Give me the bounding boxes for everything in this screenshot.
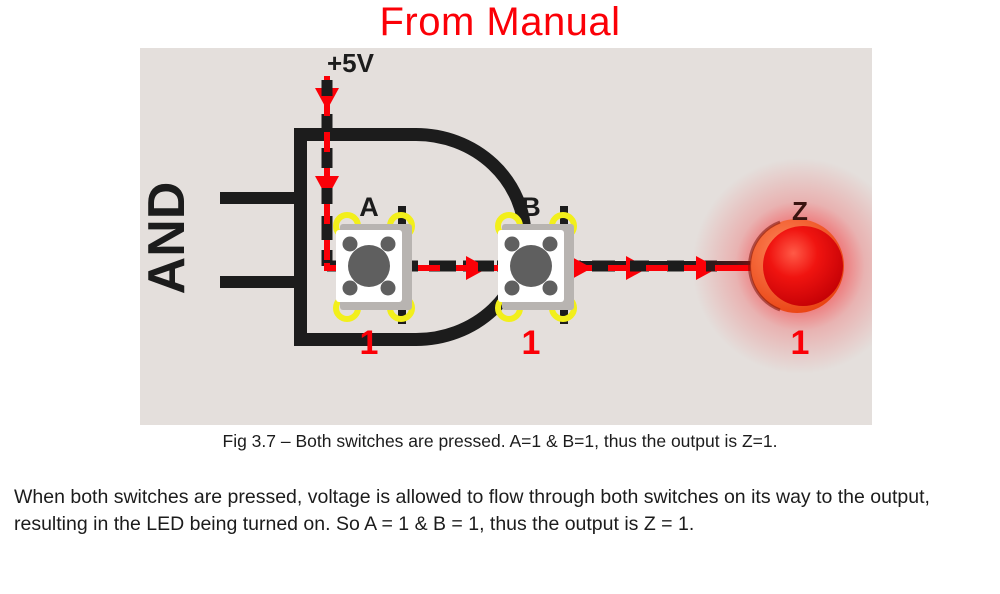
figure-panel: AND +5V [140, 48, 872, 425]
gate-input-lines [220, 192, 300, 288]
page-title: From Manual [379, 0, 621, 44]
switch-b-state: 1 [522, 324, 541, 362]
led-label: Z [792, 196, 808, 226]
gate-label-and: AND [140, 182, 196, 295]
switch-a-label: A [359, 192, 379, 222]
body-paragraph: When both switches are pressed, voltage … [14, 486, 930, 535]
supply-label: +5V [327, 48, 375, 78]
led-state: 1 [791, 324, 810, 362]
switch-b[interactable]: B 1 [495, 192, 577, 362]
circuit-diagram: AND +5V [140, 48, 872, 374]
switch-a-state: 1 [360, 324, 379, 362]
gate-input-a-line [220, 192, 300, 204]
switch-a[interactable]: A 1 [333, 192, 415, 362]
gate-input-b-line [220, 276, 300, 288]
switch-b-label: B [521, 192, 541, 222]
led-dome [763, 226, 843, 306]
flow-arrow-down-2 [315, 176, 339, 198]
figure-caption: Fig 3.7 – Both switches are pressed. A=1… [222, 431, 778, 451]
flow-arrow-down-1 [315, 88, 339, 110]
flow-arrow-right-2 [466, 256, 488, 280]
led-output: Z 1 [692, 158, 872, 374]
flow-arrow-right-3 [570, 256, 592, 280]
